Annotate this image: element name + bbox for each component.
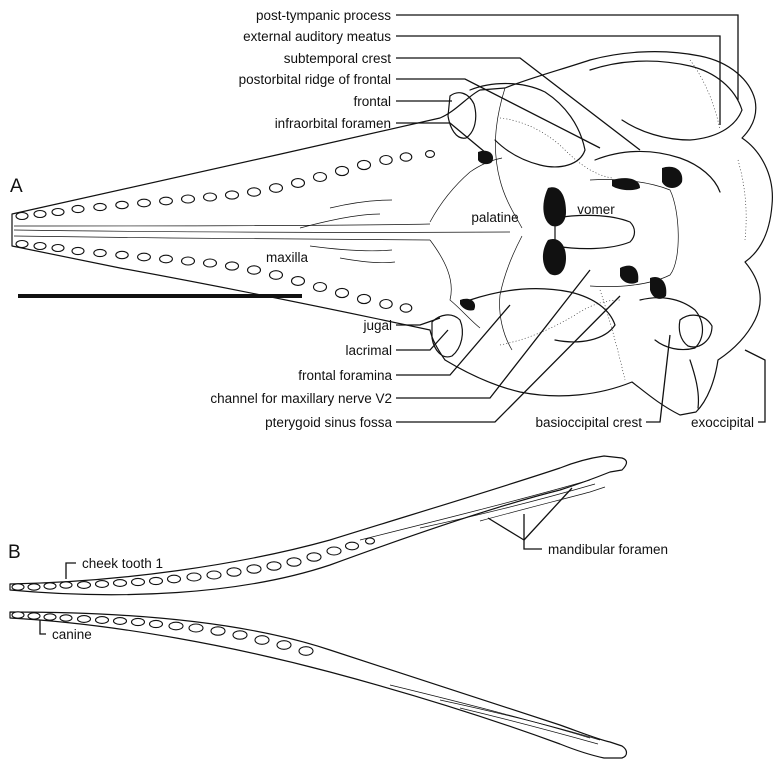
upper-tooth-row-left [16, 151, 435, 220]
label-lacrimal: lacrimal [345, 343, 392, 358]
label-palatine: palatine [471, 210, 518, 225]
label-vomer: vomer [577, 202, 615, 217]
label-post-tympanic-process: post-tympanic process [256, 8, 391, 23]
label-cheek-tooth-1: cheek tooth 1 [82, 556, 163, 571]
mandible-view [10, 456, 627, 758]
label-infraorbital-foramen: infraorbital foramen [275, 116, 391, 131]
label-pterygoid-sinus-fossa: pterygoid sinus fossa [265, 415, 392, 430]
panel-letter-b: B [8, 542, 21, 563]
skull-ventral-view [12, 52, 772, 415]
upper-tooth-row-right [16, 241, 412, 313]
label-mandibular-foramen: mandibular foramen [548, 542, 668, 557]
panel-letter-a: A [10, 176, 23, 197]
label-external-auditory-meatus: external auditory meatus [243, 29, 391, 44]
label-maxilla: maxilla [266, 250, 309, 265]
label-jugal: jugal [362, 318, 392, 333]
label-subtemporal-crest: subtemporal crest [284, 51, 392, 66]
label-postorbital-ridge: postorbital ridge of frontal [239, 72, 391, 87]
label-channel-maxillary-nerve: channel for maxillary nerve V2 [210, 391, 392, 406]
label-basioccipital-crest: basioccipital crest [535, 415, 642, 430]
label-frontal-foramina: frontal foramina [298, 368, 392, 383]
panel-a-labels: A post-tympanic process external auditor… [10, 8, 765, 430]
label-exoccipital: exoccipital [691, 415, 754, 430]
label-frontal: frontal [353, 94, 391, 109]
label-canine: canine [52, 627, 92, 642]
